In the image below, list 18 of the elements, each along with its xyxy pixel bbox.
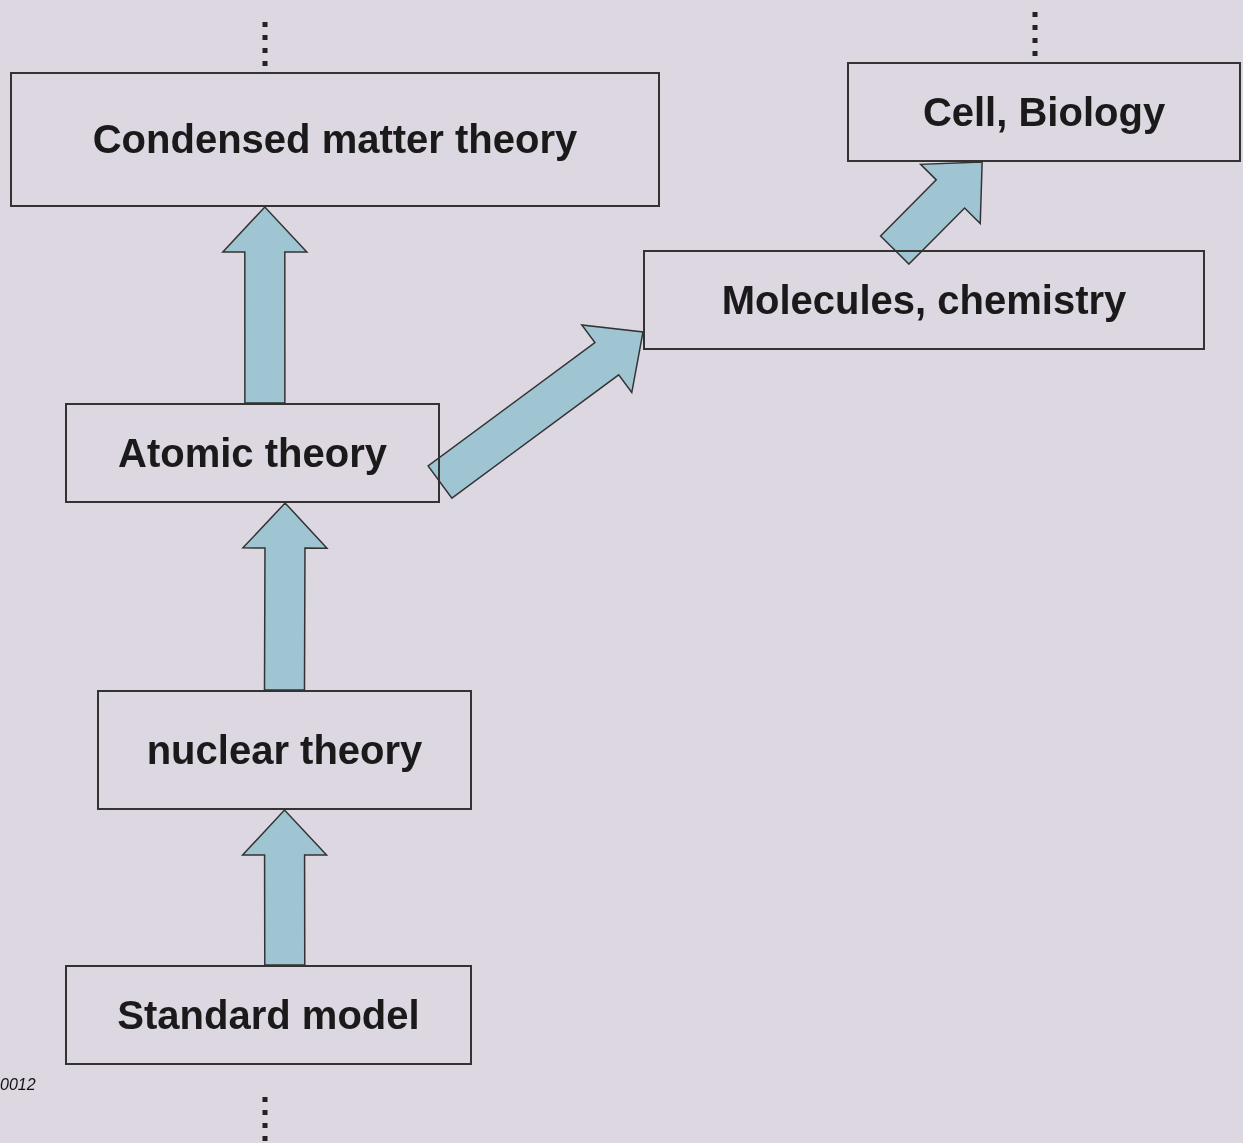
box-label: Condensed matter theory (92, 117, 578, 162)
block-arrow (241, 501, 329, 691)
theory-box (10, 72, 660, 207)
block-arrow (879, 161, 983, 266)
block-arrow (240, 808, 329, 966)
theory-box (65, 965, 472, 1065)
theory-box (97, 690, 472, 810)
box-label: nuclear theory (146, 727, 423, 773)
theory-box (847, 62, 1241, 162)
box-label: Cell, Biology (922, 89, 1166, 135)
box-label: Molecules, chemistry (721, 277, 1127, 323)
box-label: Standard model (117, 992, 420, 1038)
block-arrow (427, 324, 644, 500)
theory-box (65, 403, 440, 503)
slide-number: 0012 (0, 1076, 36, 1094)
block-arrow (221, 205, 309, 404)
theory-box (643, 250, 1205, 350)
box-label: Atomic theory (118, 430, 387, 476)
